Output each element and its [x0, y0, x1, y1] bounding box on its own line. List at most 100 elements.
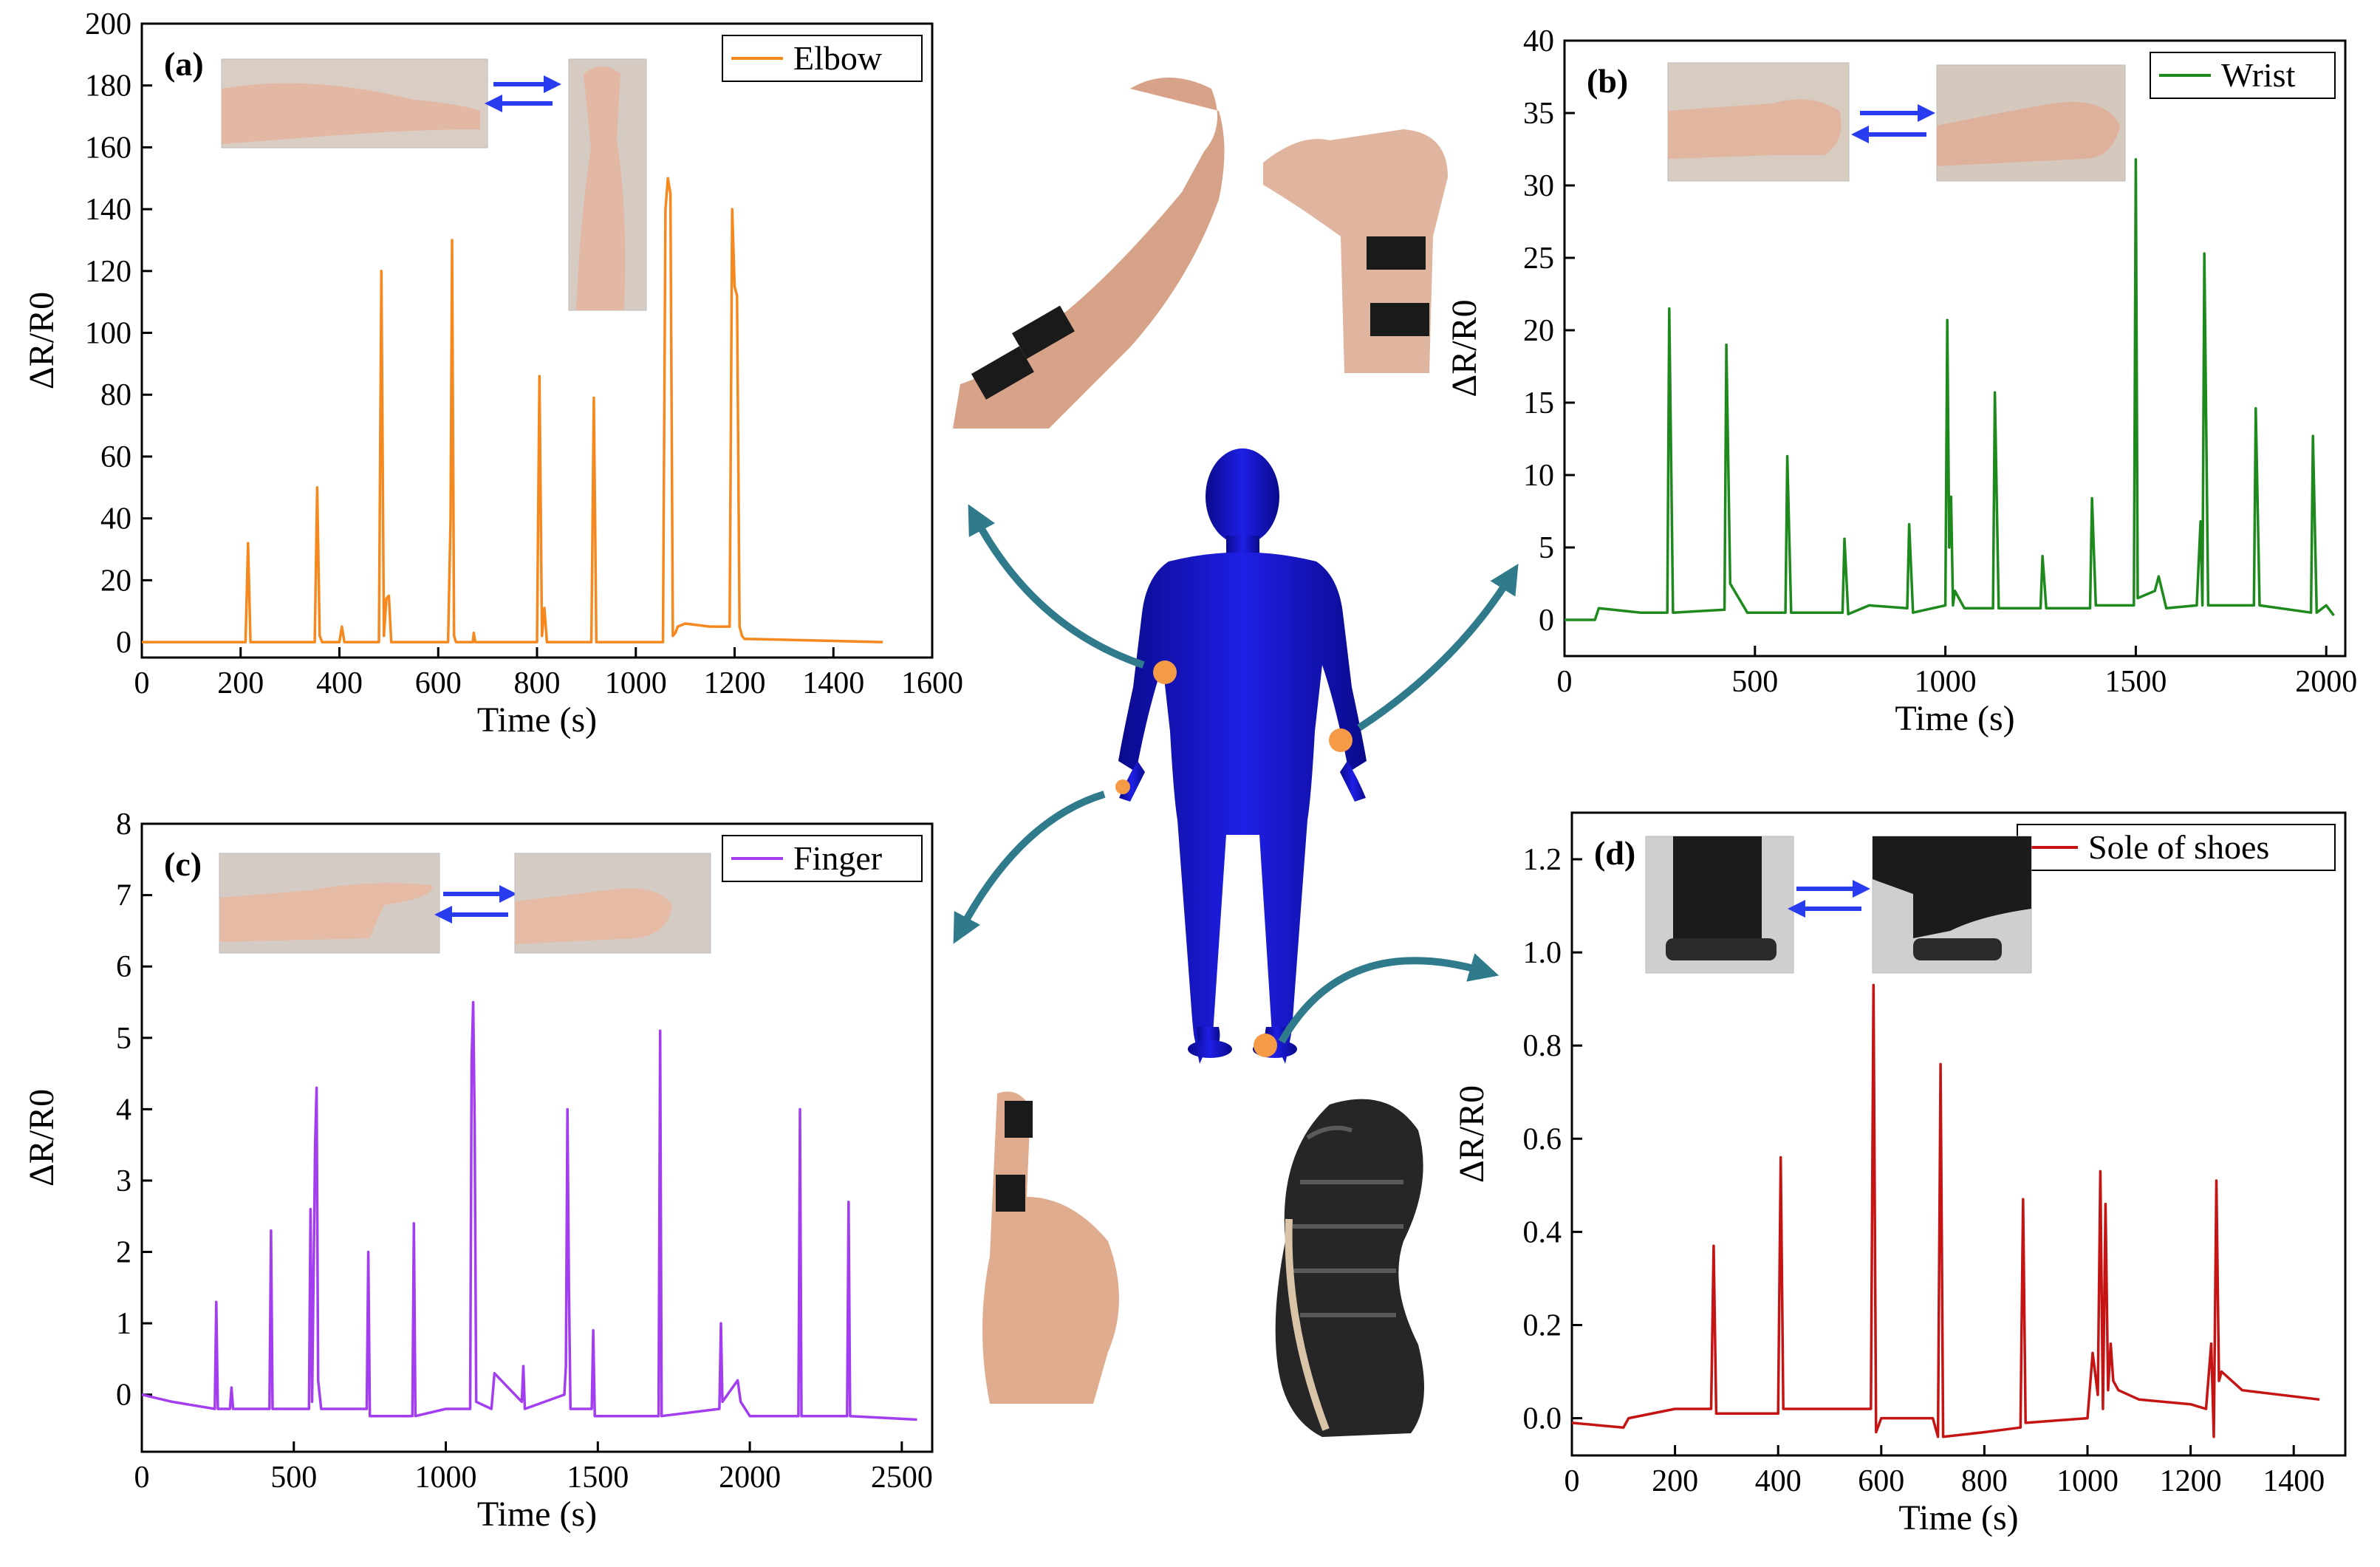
y-axis-label: ΔR/R0 — [1452, 1085, 1491, 1183]
panel-letter: (a) — [164, 45, 204, 83]
inset-photos-shoes — [1645, 836, 2032, 974]
panel-letter: (b) — [1587, 62, 1628, 100]
sensor-location-sole — [1254, 1034, 1277, 1057]
squat-legs-shape-icon — [1873, 836, 2031, 938]
sensor-location-elbow — [1153, 660, 1177, 684]
sensor-patch — [1011, 305, 1075, 359]
x-axis-label: Time (s) — [477, 700, 597, 740]
y-tick-label: 0.2 — [1523, 1308, 1562, 1342]
squat-shoe-shape-icon — [1913, 938, 2002, 960]
sensor-patch — [971, 346, 1034, 400]
y-tick-label: 7 — [116, 879, 131, 913]
panel-letter: (c) — [164, 845, 202, 883]
fist-hand-icon — [515, 888, 672, 944]
series-line — [1571, 983, 2320, 1438]
y-tick-label: 6 — [116, 950, 131, 984]
series-line — [1565, 157, 2335, 621]
sensor-location-finger — [1115, 779, 1130, 794]
x-tick-label: 400 — [1755, 1464, 1802, 1498]
x-tick-label: 600 — [415, 666, 462, 700]
y-tick-label: 140 — [85, 193, 131, 227]
sensor-patch — [1367, 236, 1426, 270]
x-tick-label: 1500 — [567, 1461, 629, 1495]
photo-finger-sensor — [982, 1091, 1119, 1404]
x-tick-label: 1500 — [2104, 665, 2167, 699]
y-tick-label: 1 — [116, 1307, 131, 1341]
x-tick-label: 0 — [134, 666, 150, 700]
x-tick-label: 400 — [316, 666, 363, 700]
y-tick-label: 5 — [1539, 531, 1554, 565]
y-tick-label: 1.2 — [1523, 843, 1562, 877]
x-tick-label: 200 — [217, 666, 264, 700]
legs-shape-icon — [1673, 836, 1762, 947]
inset-photos-elbow — [221, 58, 647, 311]
x-tick-label: 800 — [514, 666, 561, 700]
pointing-hand-icon — [219, 883, 433, 942]
sensor-patch — [1370, 303, 1429, 336]
bent-wrist-shape-icon — [1937, 102, 2120, 166]
legend-label: Elbow — [793, 39, 883, 77]
photo-elbow-sensor — [953, 59, 1234, 429]
y-axis-label: ΔR/R0 — [22, 292, 61, 389]
y-tick-label: 0.4 — [1523, 1215, 1562, 1249]
x-tick-label: 0 — [1565, 1464, 1580, 1498]
y-tick-label: 35 — [1523, 97, 1554, 131]
x-tick-label: 500 — [270, 1461, 317, 1495]
inset-photos-wrist — [1667, 62, 2126, 182]
y-tick-label: 25 — [1523, 242, 1554, 276]
x-tick-label: 2000 — [2295, 665, 2357, 699]
y-tick-label: 0 — [116, 626, 131, 660]
y-tick-label: 15 — [1523, 386, 1554, 420]
legend-label: Wrist — [2221, 56, 2296, 94]
y-axis-label: ΔR/R0 — [22, 1089, 61, 1187]
arm-shape-icon — [222, 83, 480, 144]
x-tick-label: 1200 — [2160, 1464, 2222, 1498]
x-tick-label: 1600 — [901, 666, 963, 700]
y-tick-label: 0 — [116, 1379, 131, 1413]
x-tick-label: 1400 — [2263, 1464, 2325, 1498]
x-tick-label: 0 — [134, 1461, 150, 1495]
shoes-shape-icon — [1666, 938, 1777, 960]
x-tick-label: 200 — [1652, 1464, 1698, 1498]
bent-arm-shape-icon — [576, 66, 626, 310]
plot-frame — [1563, 39, 2347, 658]
y-tick-label: 5 — [116, 1022, 131, 1056]
x-tick-label: 2500 — [871, 1461, 933, 1495]
y-tick-label: 10 — [1523, 459, 1554, 493]
sensor-patch — [1005, 1101, 1033, 1138]
y-tick-label: 200 — [85, 7, 131, 41]
fist-shape-icon — [1668, 99, 1842, 159]
arrow-to-sole-chart — [1278, 953, 1500, 1044]
x-axis-label: Time (s) — [1898, 1498, 2018, 1537]
x-tick-label: 0 — [1557, 665, 1573, 699]
y-tick-label: 20 — [1523, 314, 1554, 348]
photo-wrist-sensor — [1263, 129, 1448, 373]
y-tick-label: 120 — [85, 255, 131, 289]
x-tick-label: 500 — [1731, 665, 1778, 699]
y-tick-label: 20 — [100, 564, 131, 598]
legend-label: Finger — [793, 839, 882, 877]
y-tick-label: 4 — [116, 1093, 131, 1127]
x-tick-label: 2000 — [719, 1461, 781, 1495]
plot-frame — [1570, 811, 2347, 1457]
x-tick-label: 600 — [1858, 1464, 1904, 1498]
x-tick-label: 1200 — [704, 666, 766, 700]
human-body-silhouette — [1115, 448, 1367, 1064]
y-tick-label: 100 — [85, 317, 131, 351]
y-tick-label: 1.0 — [1523, 936, 1562, 970]
panel-letter: (d) — [1594, 834, 1635, 872]
y-tick-label: 0.8 — [1523, 1029, 1562, 1063]
y-tick-label: 8 — [116, 808, 131, 841]
y-tick-label: 0.0 — [1523, 1402, 1562, 1436]
y-tick-label: 0 — [1539, 604, 1554, 638]
series-line — [142, 177, 883, 643]
central-illustration — [953, 59, 1519, 1437]
y-tick-label: 30 — [1523, 169, 1554, 203]
arrow-to-finger-chart — [953, 791, 1106, 944]
y-tick-label: 0.6 — [1523, 1122, 1562, 1156]
y-tick-label: 80 — [100, 378, 131, 412]
